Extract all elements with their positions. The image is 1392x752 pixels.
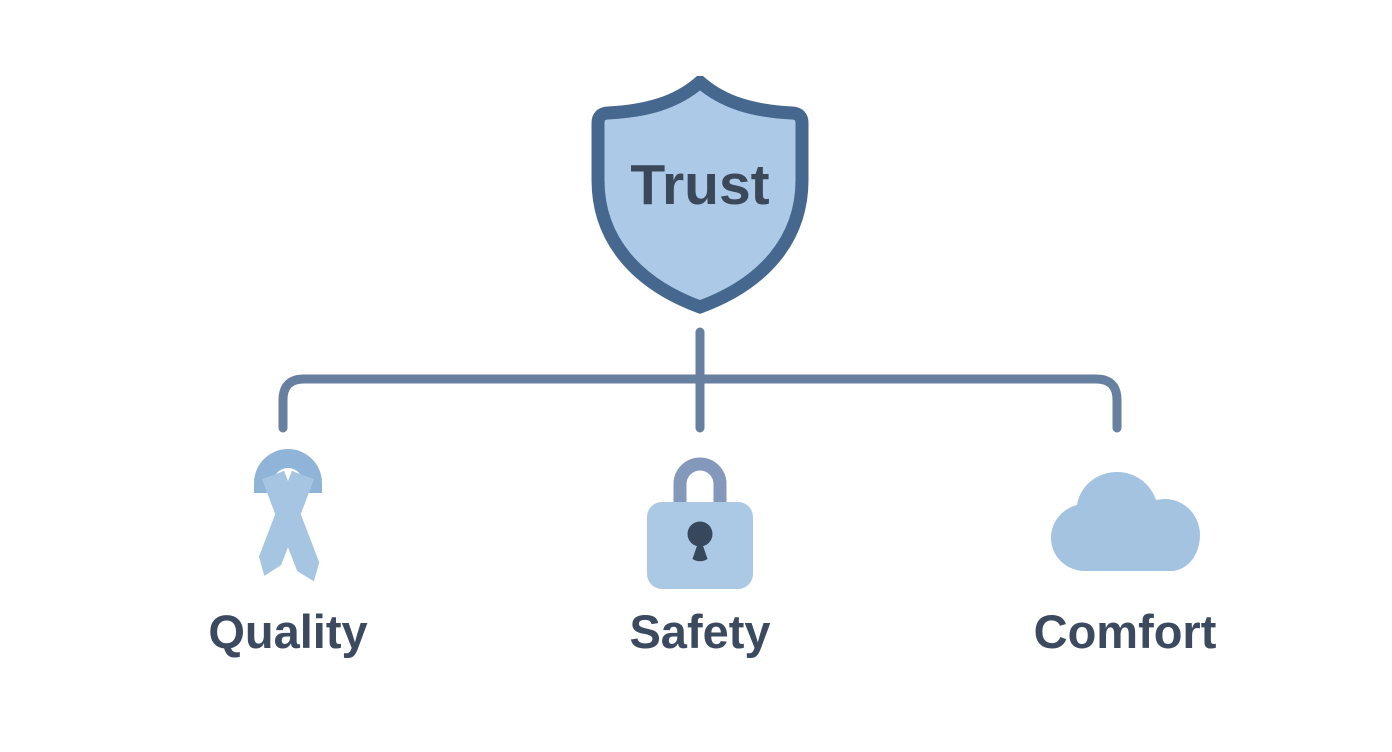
node-label-comfort: Comfort: [1033, 605, 1217, 658]
node-safety: Safety: [570, 448, 830, 659]
lock-icon: [647, 457, 753, 589]
connector-bracket: [278, 374, 1122, 433]
cloud-icon: [1051, 472, 1200, 571]
node-label-safety: Safety: [629, 605, 771, 658]
node-label-quality: Quality: [208, 605, 368, 658]
root-label: Trust: [630, 153, 770, 217]
node-quality: Quality: [158, 448, 418, 659]
keyhole: [687, 521, 713, 562]
root-node-trust: Trust: [584, 76, 816, 316]
shield-icon: [591, 76, 809, 314]
ribbon-icon: [237, 449, 339, 593]
node-comfort: Comfort: [995, 448, 1255, 659]
